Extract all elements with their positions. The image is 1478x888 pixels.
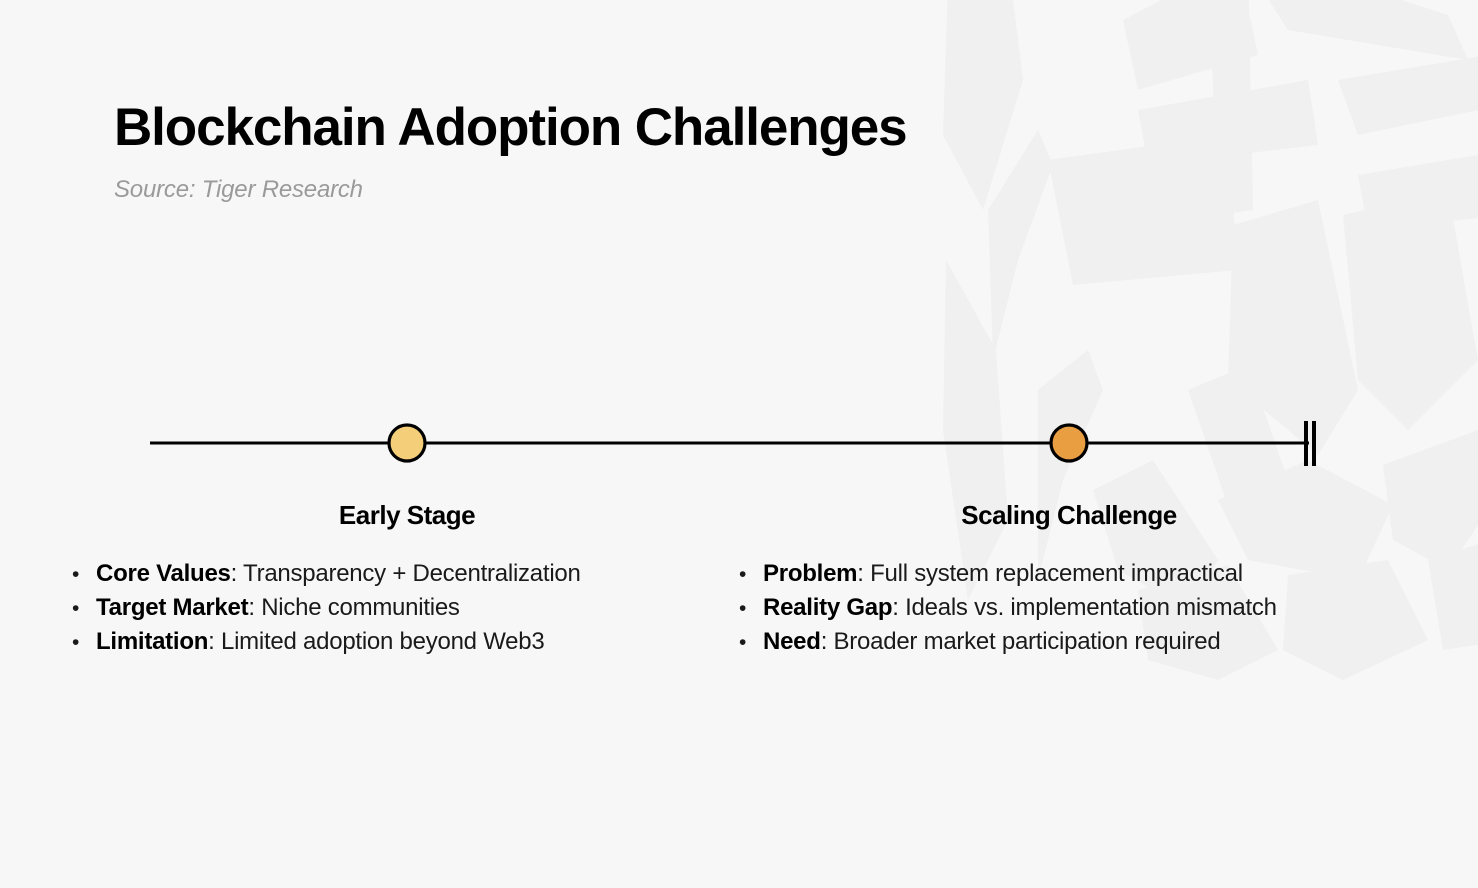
list-item-term: Need — [763, 628, 821, 655]
page-title: Blockchain Adoption Challenges — [114, 98, 908, 157]
list-item-text: Problem: Full system replacement impract… — [763, 562, 1439, 586]
bullet-column-early-stage: • Core Values: Transparency + Decentrali… — [72, 562, 732, 664]
bullet-column-scaling-challenge: • Problem: Full system replacement impra… — [739, 562, 1439, 664]
list-item-term: Problem — [763, 560, 858, 587]
list-item-text: Core Values: Transparency + Decentraliza… — [96, 562, 732, 586]
list-item-detail: : Full system replacement impractical — [857, 560, 1243, 587]
header: Blockchain Adoption Challenges Source: T… — [114, 98, 908, 204]
list-item-detail: : Transparency + Decentralization — [230, 560, 581, 587]
list-item-detail: : Limited adoption beyond Web3 — [208, 628, 545, 655]
list-item-text: Limitation: Limited adoption beyond Web3 — [96, 630, 732, 654]
list-item: • Limitation: Limited adoption beyond We… — [72, 630, 732, 654]
stage-label-scaling-challenge: Scaling Challenge — [961, 500, 1177, 530]
list-item: • Problem: Full system replacement impra… — [739, 562, 1439, 586]
list-item-term: Target Market — [96, 594, 249, 621]
list-item-term: Core Values — [96, 560, 231, 587]
list-item-text: Need: Broader market participation requi… — [763, 630, 1439, 654]
list-item-term: Reality Gap — [763, 594, 893, 621]
bullet-point-icon: • — [72, 597, 80, 620]
list-item-detail: : Broader market participation required — [820, 628, 1221, 655]
bullet-point-icon: • — [72, 563, 80, 586]
list-item-detail: : Niche communities — [248, 594, 460, 621]
list-item-text: Target Market: Niche communities — [96, 596, 732, 620]
list-item-text: Reality Gap: Ideals vs. implementation m… — [763, 596, 1439, 620]
list-item-detail: : Ideals vs. implementation mismatch — [892, 594, 1277, 621]
list-item: • Reality Gap: Ideals vs. implementation… — [739, 596, 1439, 620]
bullet-point-icon: • — [739, 563, 747, 586]
bullet-point-icon: • — [72, 631, 80, 654]
list-item: • Core Values: Transparency + Decentrali… — [72, 562, 732, 586]
list-item-term: Limitation — [96, 628, 209, 655]
bullet-point-icon: • — [739, 631, 747, 654]
list-item: • Need: Broader market participation req… — [739, 630, 1439, 654]
bullet-point-icon: • — [739, 597, 747, 620]
source-attribution: Source: Tiger Research — [114, 176, 363, 204]
stage-label-early-stage: Early Stage — [338, 500, 476, 530]
list-item: • Target Market: Niche communities — [72, 596, 732, 620]
